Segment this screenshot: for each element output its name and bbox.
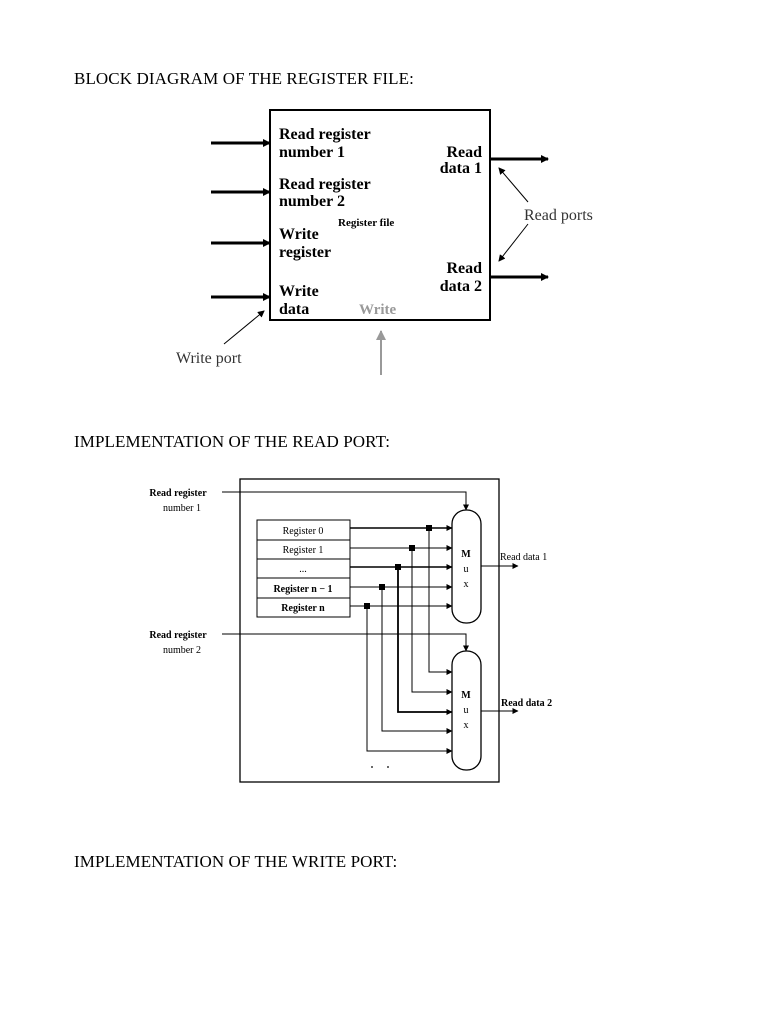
register-file-title: Register file — [338, 217, 394, 229]
label-write-register-a: Write — [279, 226, 319, 243]
write-port-label: Write port — [176, 350, 242, 367]
label-read-register-1-b: number 1 — [279, 144, 345, 161]
register-row-n-minus-1: Register n − 1 — [273, 584, 332, 595]
write-port-heading: IMPLEMENTATION OF THE WRITE PORT: — [74, 852, 398, 871]
label-read-register-1-a: Read register — [279, 126, 371, 143]
select-line-2 — [222, 633, 469, 652]
read-ports-pointer-1 — [498, 167, 529, 203]
label-read-register-2-b: number 2 — [279, 193, 345, 210]
label-read-data-1-a: Read — [446, 144, 482, 161]
label-read-register-2-a: Read register — [279, 176, 371, 193]
register-row-n: Register n — [281, 603, 325, 614]
mux-2-letter-x: x — [464, 720, 469, 731]
label-read-data-2-a: Read — [446, 260, 482, 277]
register-table — [256, 519, 351, 618]
read-port-heading: IMPLEMENTATION OF THE READ PORT: — [74, 432, 391, 451]
mux-2-letter-u: u — [464, 705, 469, 716]
register-to-mux2-wires — [366, 528, 453, 754]
select-label-1-b: number 1 — [163, 503, 201, 514]
register-row-ellipsis: ... — [299, 564, 307, 575]
register-file-box — [269, 109, 491, 321]
write-port-pointer — [223, 310, 265, 345]
read-data-1-label: Read data 1 — [500, 552, 547, 563]
register-file-block-diagram: Read register number 1 Read register num… — [176, 109, 593, 375]
register-row-0: Register 0 — [283, 526, 324, 537]
select-label-2-b: number 2 — [163, 645, 201, 656]
stray-dots — [371, 766, 389, 768]
select-line-1 — [222, 491, 469, 511]
mux-1-letter-u: u — [464, 564, 469, 575]
block-diagram-heading: BLOCK DIAGRAM OF THE REGISTER FILE: — [74, 69, 414, 88]
mux-2-letter-m: M — [461, 690, 471, 701]
read-ports-label: Read ports — [524, 207, 593, 224]
mux-1-letter-x: x — [464, 579, 469, 590]
label-write-data-a: Write — [279, 283, 319, 300]
label-read-data-2-b: data 2 — [440, 278, 482, 295]
label-write-register-b: register — [279, 244, 331, 261]
read-data-2-label: Read data 2 — [501, 698, 552, 709]
label-read-data-1-b: data 1 — [440, 160, 482, 177]
mux-1-letter-m: M — [461, 549, 471, 560]
read-port-diagram: Read register number 1 Read register num… — [149, 478, 552, 783]
write-control-label: Write — [359, 302, 397, 318]
register-row-1: Register 1 — [283, 545, 324, 556]
read-port-frame — [239, 478, 500, 783]
label-write-data-b: data — [279, 301, 309, 318]
read-ports-pointer-2 — [498, 223, 529, 262]
select-label-2-a: Read register — [149, 630, 207, 641]
select-label-1-a: Read register — [149, 488, 207, 499]
